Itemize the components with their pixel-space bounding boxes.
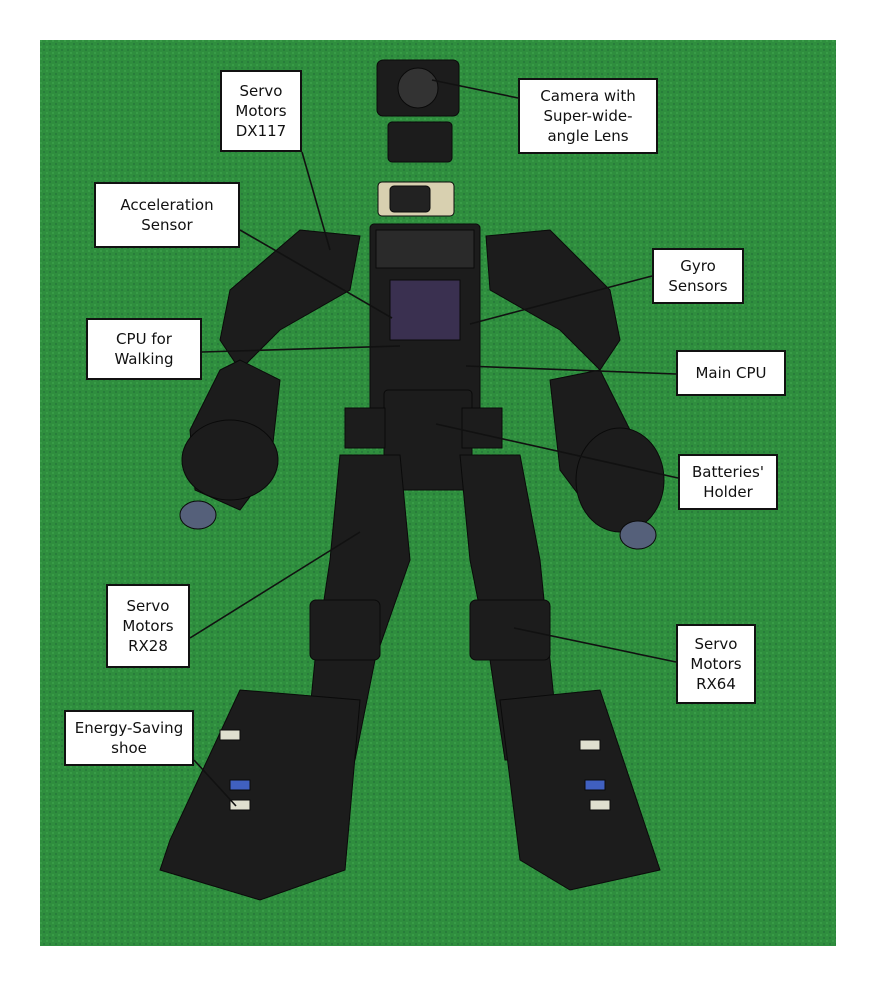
leader-lines (189, 79, 679, 807)
left-shoe (159, 689, 361, 901)
right-shoe (499, 689, 661, 891)
leader-cpu-walking (201, 345, 401, 353)
leader-servo-rx28 (189, 531, 361, 639)
leader-gyro (469, 275, 653, 325)
leader-servo-rx64 (513, 627, 677, 663)
label-servo-rx28: Servo Motors RX28 (106, 584, 190, 668)
left-arm (219, 229, 361, 371)
robot-photo: Servo Motors DX117 Camera with Super-wid… (40, 40, 836, 946)
label-acceleration: Acceleration Sensor (94, 182, 240, 248)
label-shoe: Energy-Saving shoe (64, 710, 194, 766)
leader-acceleration (239, 229, 393, 319)
leader-camera (431, 79, 519, 99)
label-cpu-walking: CPU for Walking (86, 318, 202, 380)
label-servo-rx64: Servo Motors RX64 (676, 624, 756, 704)
label-camera: Camera with Super-wide- angle Lens (518, 78, 658, 154)
label-batteries: Batteries' Holder (678, 454, 778, 510)
leader-batteries (435, 423, 679, 479)
label-servo-dx117: Servo Motors DX117 (220, 70, 302, 152)
leader-main-cpu (465, 365, 677, 375)
leader-servo-dx117 (301, 151, 331, 251)
right-arm (485, 229, 621, 371)
label-main-cpu: Main CPU (676, 350, 786, 396)
robot-body (159, 59, 665, 901)
label-gyro: Gyro Sensors (652, 248, 744, 304)
leader-shoe (193, 759, 237, 807)
